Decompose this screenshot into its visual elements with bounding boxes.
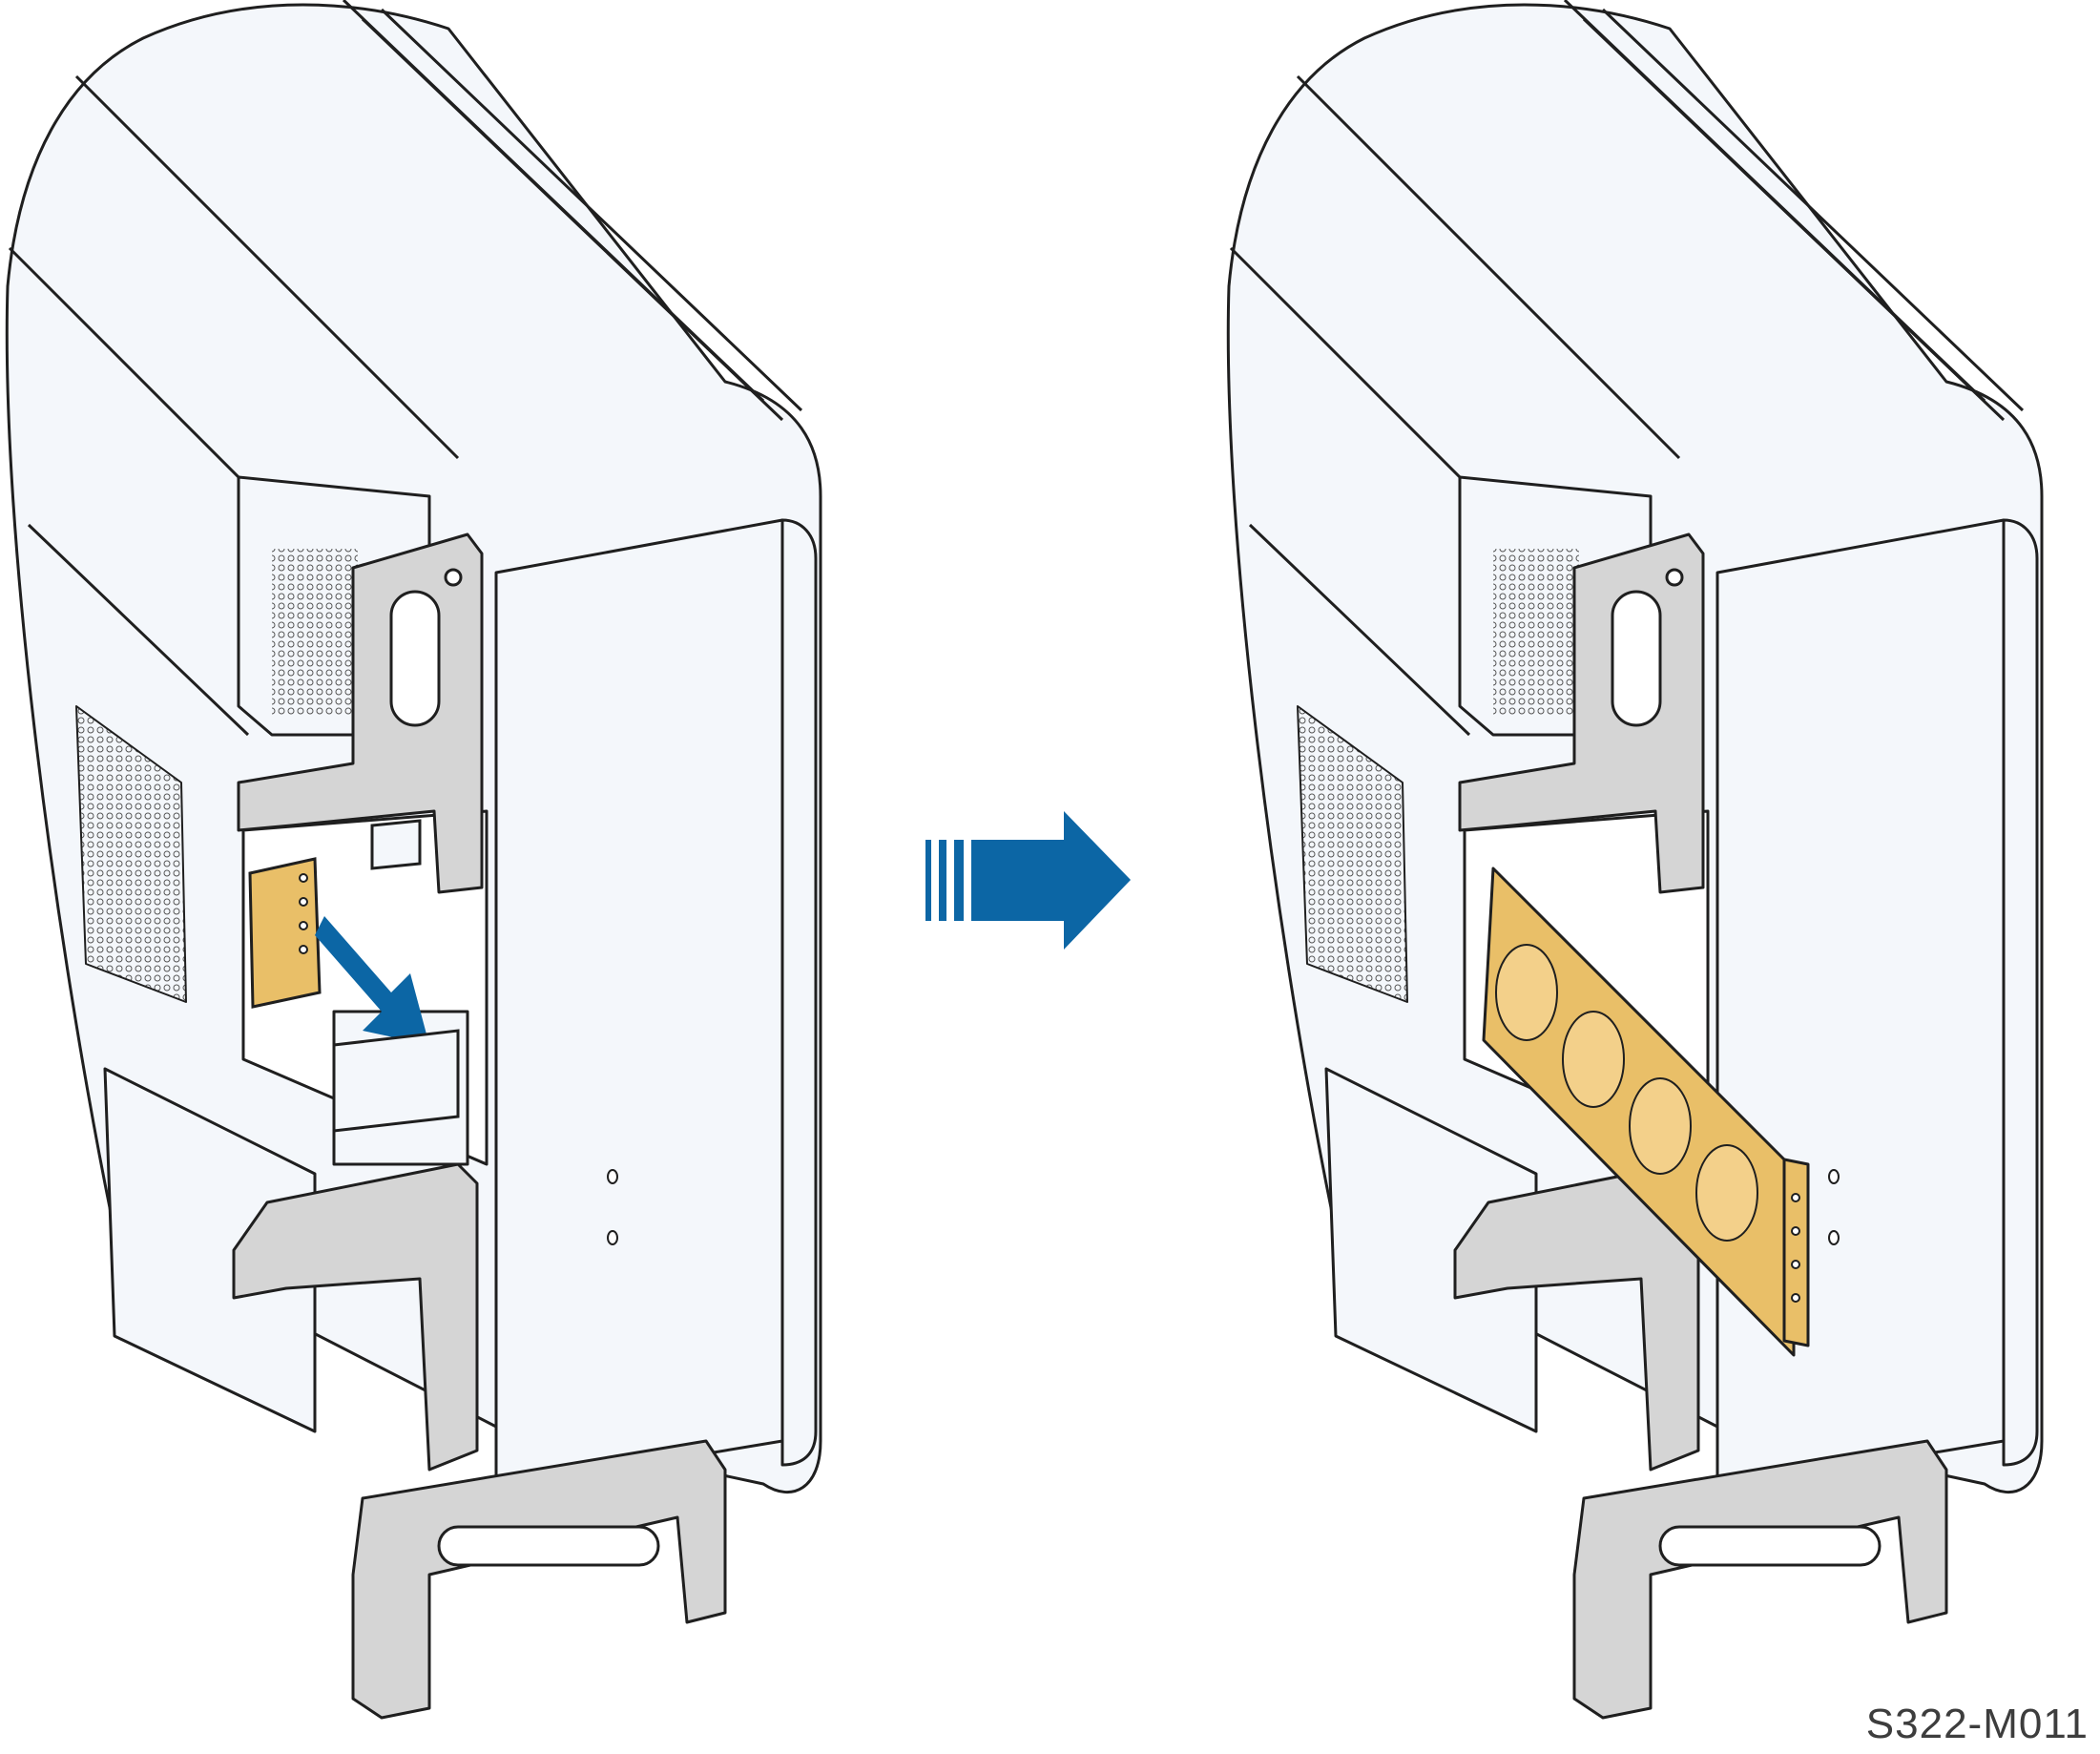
left-lower-handle [232, 1162, 727, 1720]
right-upper-handle [1458, 532, 1705, 894]
upper-mesh-icon [272, 549, 358, 716]
right-fan-module [1482, 867, 1810, 1357]
side-mesh-icon [1297, 705, 1408, 1003]
side-mesh-icon [75, 705, 187, 1003]
left-fan-module [248, 857, 322, 1009]
front-screw-holes [607, 1169, 618, 1245]
fan-blades [1495, 944, 1758, 1242]
base-bracket-icon [1572, 1439, 1948, 1720]
handle-screw-icon [444, 568, 463, 587]
lower-box [1324, 1067, 1538, 1433]
front-panel-edge [780, 518, 818, 1467]
handle-grip-hole [389, 590, 441, 727]
front-screw-holes [1828, 1169, 1840, 1245]
shell-edge-line [342, 0, 803, 422]
inverter-front-panel [494, 518, 784, 1491]
front-panel-edge [2002, 518, 2039, 1467]
direction-arrow-icon [315, 916, 429, 1045]
handle-screw-icon [1665, 568, 1684, 587]
base-bracket-icon [351, 1439, 727, 1720]
upper-mesh-icon [1493, 549, 1579, 716]
bracket-hole [1658, 1525, 1882, 1567]
fan-module-icon [248, 857, 322, 1009]
figure-code-label: S322-M011 [1865, 1701, 2089, 1747]
handle-icon [232, 1162, 479, 1472]
left-upper-handle [237, 532, 484, 894]
lower-box [103, 1067, 317, 1433]
guide-rail [332, 819, 460, 1133]
fan-module-end-plate [1782, 1158, 1810, 1347]
bracket-hole [437, 1525, 660, 1567]
process-arrow-icon [925, 811, 1131, 950]
right-lower-handle [1453, 1162, 1948, 1720]
inverter-front-panel [1715, 518, 2006, 1491]
handle-grip-hole [1611, 590, 1662, 727]
shell-edge-line [1563, 0, 2025, 422]
